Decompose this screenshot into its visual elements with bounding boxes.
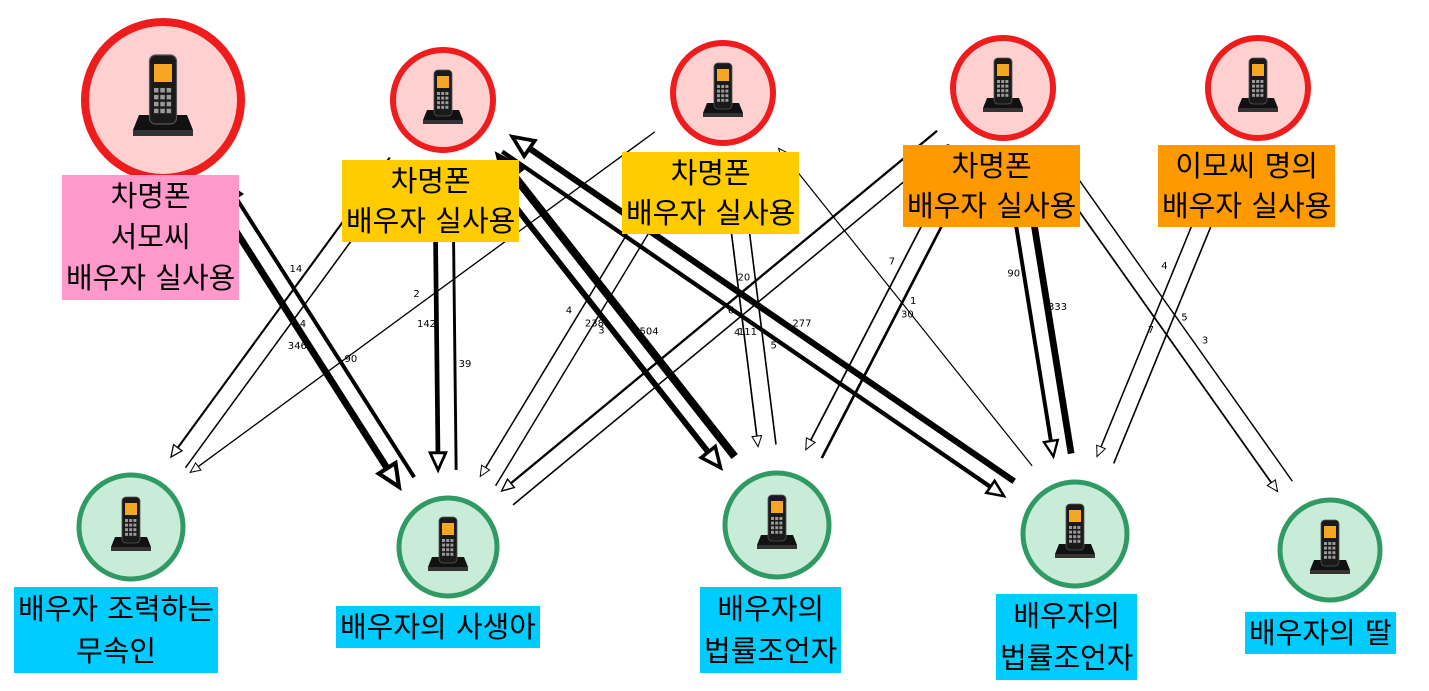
node-daughter[interactable]	[1277, 497, 1383, 603]
edge-8-forward-arrowhead	[751, 434, 763, 448]
edge-0-forward-arrowhead	[375, 459, 402, 492]
edge-4-forward-count: 3	[598, 325, 604, 336]
edge-0-backward-line	[234, 196, 416, 479]
edge-0-forward	[209, 192, 402, 492]
edge-12-forward-line	[1024, 184, 1075, 455]
edge-10-backward-arrowhead	[805, 437, 817, 451]
edge-5-backward-count: 504	[639, 326, 658, 337]
phone-icon	[1055, 503, 1095, 558]
edge-12-backward-arrowhead	[1041, 438, 1060, 460]
phone-icon	[703, 62, 743, 117]
node-label-daughter: 배우자의 딸	[1245, 612, 1396, 654]
node-label-top3: 차명폰 배우자 실사용	[622, 152, 800, 234]
edge-3-backward-count: 39	[459, 359, 472, 370]
edge-7-backward	[500, 129, 938, 493]
node-lee[interactable]	[1205, 35, 1311, 141]
edge-6-forward-count: 4	[566, 306, 572, 317]
node-top3[interactable]	[670, 40, 776, 146]
edge-2-forward-arrowhead	[189, 461, 202, 474]
edge-9-forward-count: 111	[738, 327, 757, 338]
node-label-musok: 배우자 조력하는 무속인	[14, 587, 218, 673]
edge-14-forward-arrowhead	[1266, 479, 1279, 493]
nodes-layer	[76, 18, 1383, 603]
edge-3-forward-count: 142	[417, 319, 436, 330]
edge-0-forward-line	[209, 192, 391, 471]
edge-1-backward-count: 14	[289, 264, 302, 275]
edge-12-backward-count: 90	[1007, 269, 1020, 280]
phone-icon	[423, 69, 463, 124]
edge-8-backward-count: 5	[771, 340, 777, 351]
edge-9-forward-arrowhead	[984, 478, 1007, 498]
edge-11-forward-line	[784, 155, 1033, 467]
node-label-secretary: 배우자의 사생아	[336, 606, 540, 648]
edge-2-forward-count: 2	[413, 289, 419, 300]
edge-1-forward-count: 4	[300, 319, 306, 330]
edge-5-forward-arrowhead	[697, 443, 724, 472]
node-top2[interactable]	[390, 47, 496, 153]
edge-14-backward-line	[1060, 154, 1293, 482]
edge-9-backward-line	[527, 145, 1016, 484]
edge-7-backward-line	[510, 129, 938, 485]
node-label-top4: 차명폰 배우자 실사용	[903, 145, 1081, 227]
edge-5-forward	[481, 165, 724, 472]
node-label-lee: 이모씨 명의 배우자 실사용	[1158, 145, 1336, 227]
edge-5-forward-line	[481, 165, 711, 454]
edge-13-backward-arrowhead	[1096, 444, 1107, 458]
edge-10-backward-count: 7	[889, 256, 895, 267]
edge-0-forward-count: 346	[288, 341, 307, 352]
edge-7-forward-count: 4	[734, 327, 740, 338]
phone-icon	[1238, 57, 1278, 112]
edge-1-backward-arrowhead	[169, 443, 184, 459]
phone-icon	[111, 496, 151, 551]
edge-8-forward-count: 6	[728, 305, 734, 316]
phone-icon	[133, 54, 193, 136]
node-lawyer2[interactable]	[1020, 479, 1130, 589]
edge-5-backward-line	[510, 172, 738, 460]
edge-7-backward-count: 20	[737, 273, 750, 284]
edge-2-forward	[189, 131, 656, 474]
node-musok[interactable]	[76, 472, 186, 582]
edge-7-forward-line	[512, 150, 942, 506]
phone-icon	[983, 57, 1023, 112]
node-label-seo: 차명폰 서모씨 배우자 실사용	[62, 175, 240, 300]
edge-9-forward	[500, 149, 1007, 498]
edge-14-backward-count: 3	[1202, 336, 1208, 347]
node-secretary[interactable]	[396, 495, 500, 599]
edge-13-backward-count: 4	[1161, 261, 1167, 272]
edge-9-forward-line	[500, 149, 992, 489]
edge-9-backward-count: 277	[792, 318, 811, 329]
edge-0-backward-count: 90	[344, 354, 357, 365]
edge-7-backward-arrowhead	[500, 477, 516, 493]
node-seo[interactable]	[81, 18, 245, 182]
phone-icon	[1310, 519, 1350, 574]
phone-icon	[757, 494, 797, 549]
edge-2-forward-line	[197, 131, 656, 468]
edge-6-forward-arrowhead	[479, 464, 491, 478]
edge-14-forward-count: 7	[1148, 325, 1154, 336]
node-label-lawyer2: 배우자의 법률조언자	[996, 594, 1138, 680]
node-label-top2: 차명폰 배우자 실사용	[342, 160, 520, 242]
node-lawyer1[interactable]	[722, 470, 832, 580]
edge-10-forward-count: 30	[901, 309, 914, 320]
edge-5-forward-count: 238	[585, 318, 604, 329]
node-top4[interactable]	[950, 35, 1056, 141]
node-label-lawyer1: 배우자의 법률조언자	[700, 587, 842, 673]
edge-9-backward	[508, 134, 1016, 484]
edge-12-forward-count: 333	[1048, 302, 1067, 313]
edge-labels-layer: 3469041421423932385044420651112773071333…	[288, 256, 1209, 369]
edge-11-forward-count: 1	[910, 296, 916, 307]
edge-3-forward-arrowhead	[427, 451, 448, 474]
edge-9-backward-arrowhead	[508, 134, 538, 160]
edge-13-forward-count: 5	[1181, 312, 1187, 323]
phone-icon	[428, 516, 468, 571]
